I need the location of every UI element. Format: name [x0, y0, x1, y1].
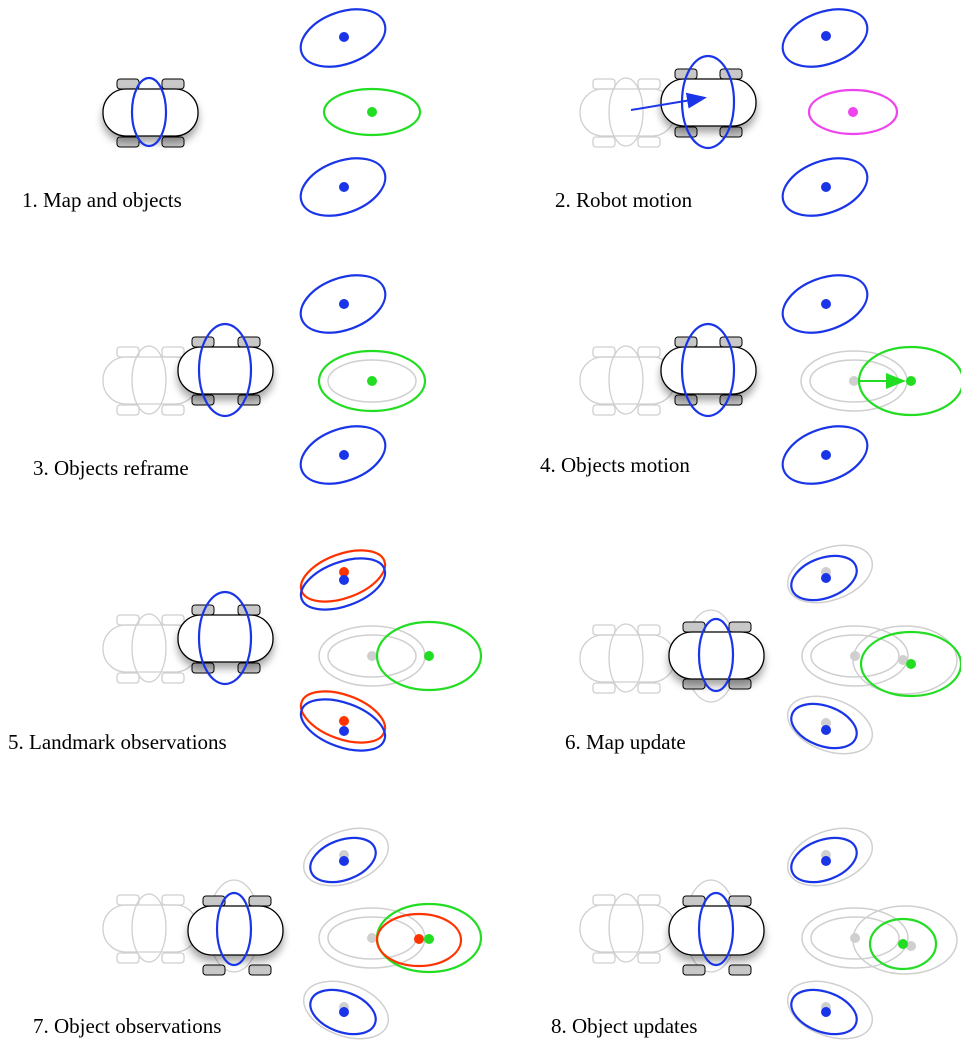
panel-6: 6. Map update: [565, 544, 961, 755]
robot-wheel: [116, 78, 140, 90]
robot-motion-arrow: [630, 92, 707, 111]
robot-current: [660, 322, 757, 418]
landmark-top: [299, 274, 387, 334]
landmark-top: [299, 8, 387, 68]
robot-wheel: [161, 136, 185, 148]
object-updated: [801, 905, 958, 975]
robot-ghost: [102, 613, 199, 684]
landmark-top: [781, 8, 869, 68]
landmark-bottom-updated: [786, 695, 874, 755]
object-predicted: [807, 88, 899, 136]
landmark-top: [302, 827, 390, 887]
landmark-bottom: [299, 425, 387, 485]
object-estimate: [322, 87, 422, 137]
robot-ghost: [579, 77, 676, 148]
panel-caption: 3. Objects reframe: [33, 456, 189, 480]
landmark-bottom: [786, 980, 874, 1040]
panel-caption: 7. Object observations: [33, 1014, 221, 1038]
panel-4: 4. Objects motion: [540, 274, 961, 485]
panel-caption: 1. Map and objects: [22, 188, 182, 212]
panel-2: 2. Robot motion: [555, 8, 899, 217]
landmark-top: [781, 274, 869, 334]
robot-current: [177, 322, 274, 418]
robot-current: [102, 76, 199, 148]
panel-caption: 2. Robot motion: [555, 188, 693, 212]
landmark-bottom: [781, 157, 869, 217]
robot-wheel: [161, 78, 185, 90]
object-reframed: [317, 349, 427, 413]
robot-uncertainty-ellipse: [130, 76, 168, 148]
robot-ghost: [579, 345, 676, 416]
object-observation: [318, 902, 483, 974]
panel-8: 8. Object updates: [551, 827, 958, 1040]
panel-caption: 6. Map update: [565, 730, 686, 754]
panel-caption: 8. Object updates: [551, 1014, 697, 1038]
panel-caption: 5. Landmark observations: [8, 730, 227, 754]
panel-3: 3. Objects reframe: [33, 274, 427, 485]
landmark-top-observation: [299, 549, 387, 611]
object-estimate: [318, 620, 483, 692]
landmark-bottom-observation: [299, 690, 387, 752]
landmark-bottom: [302, 980, 390, 1040]
robot-current: [668, 891, 765, 976]
robot-current: [177, 590, 274, 686]
robot-wheel: [116, 136, 140, 148]
robot-body: [102, 88, 199, 137]
panel-1: 1. Map and objects: [22, 8, 422, 217]
panel-caption: 4. Objects motion: [540, 453, 690, 477]
robot-current: [668, 617, 765, 693]
landmark-top: [786, 827, 874, 887]
panel-5: 5. Landmark observations: [8, 549, 483, 754]
object-estimate: [801, 625, 961, 698]
landmark-bottom: [299, 157, 387, 217]
landmark-bottom: [781, 425, 869, 485]
landmark-top-updated: [786, 544, 874, 604]
robot-current: [187, 891, 284, 976]
panel-7: 7. Object observations: [33, 827, 483, 1040]
object-moved: [800, 345, 961, 417]
